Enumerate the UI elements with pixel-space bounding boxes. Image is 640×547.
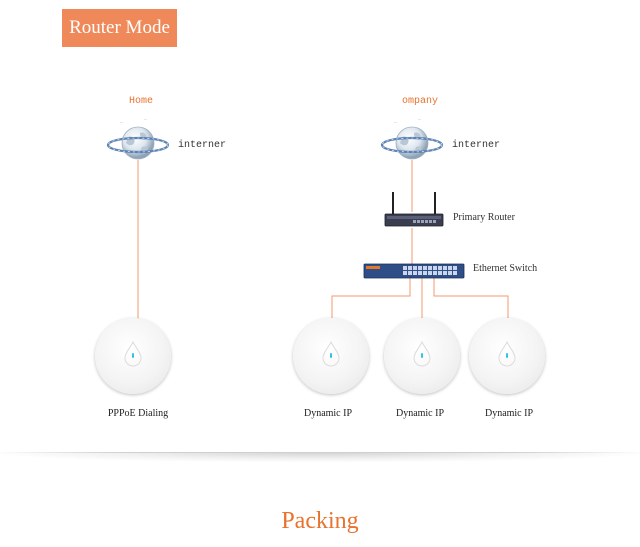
company-access-point-3 bbox=[469, 318, 545, 394]
access-point-icon bbox=[498, 340, 516, 367]
svg-text:...: ... bbox=[418, 117, 421, 121]
home-globe-icon: ... ... bbox=[106, 117, 170, 160]
access-point-icon bbox=[124, 340, 142, 367]
section-divider bbox=[0, 452, 640, 453]
switch-icon bbox=[363, 263, 465, 279]
primary-router-label: Primary Router bbox=[453, 212, 515, 223]
access-point-icon bbox=[322, 340, 340, 367]
packing-heading: Packing bbox=[281, 508, 359, 534]
company-globe-icon: ... ... bbox=[380, 117, 444, 160]
home-access-point bbox=[95, 318, 171, 394]
company-access-point-1 bbox=[293, 318, 369, 394]
company-access-point-2 bbox=[384, 318, 460, 394]
home-label: Home bbox=[129, 96, 154, 107]
home-internet-label: interner bbox=[178, 140, 227, 151]
switch-ap1-link-line bbox=[331, 278, 411, 320]
company-ap-label-1: Dynamic IP bbox=[303, 408, 353, 419]
section-divider-shadow bbox=[0, 452, 640, 462]
svg-text:...: ... bbox=[120, 119, 123, 124]
switch-ap3-link-line bbox=[433, 278, 509, 320]
company-internet-label: interner bbox=[452, 140, 501, 151]
home-ap-label: PPPoE Dialing bbox=[107, 408, 169, 419]
ethernet-switch-label: Ethernet Switch bbox=[473, 263, 538, 274]
svg-text:...: ... bbox=[144, 117, 147, 121]
company-label: ompany bbox=[402, 96, 439, 107]
company-ap-label-3: Dynamic IP bbox=[484, 408, 534, 419]
router-icon bbox=[384, 192, 444, 227]
company-ap-label-2: Dynamic IP bbox=[395, 408, 445, 419]
access-point-icon bbox=[413, 340, 431, 367]
svg-text:...: ... bbox=[394, 119, 397, 124]
router-mode-title: Router Mode bbox=[62, 9, 177, 47]
